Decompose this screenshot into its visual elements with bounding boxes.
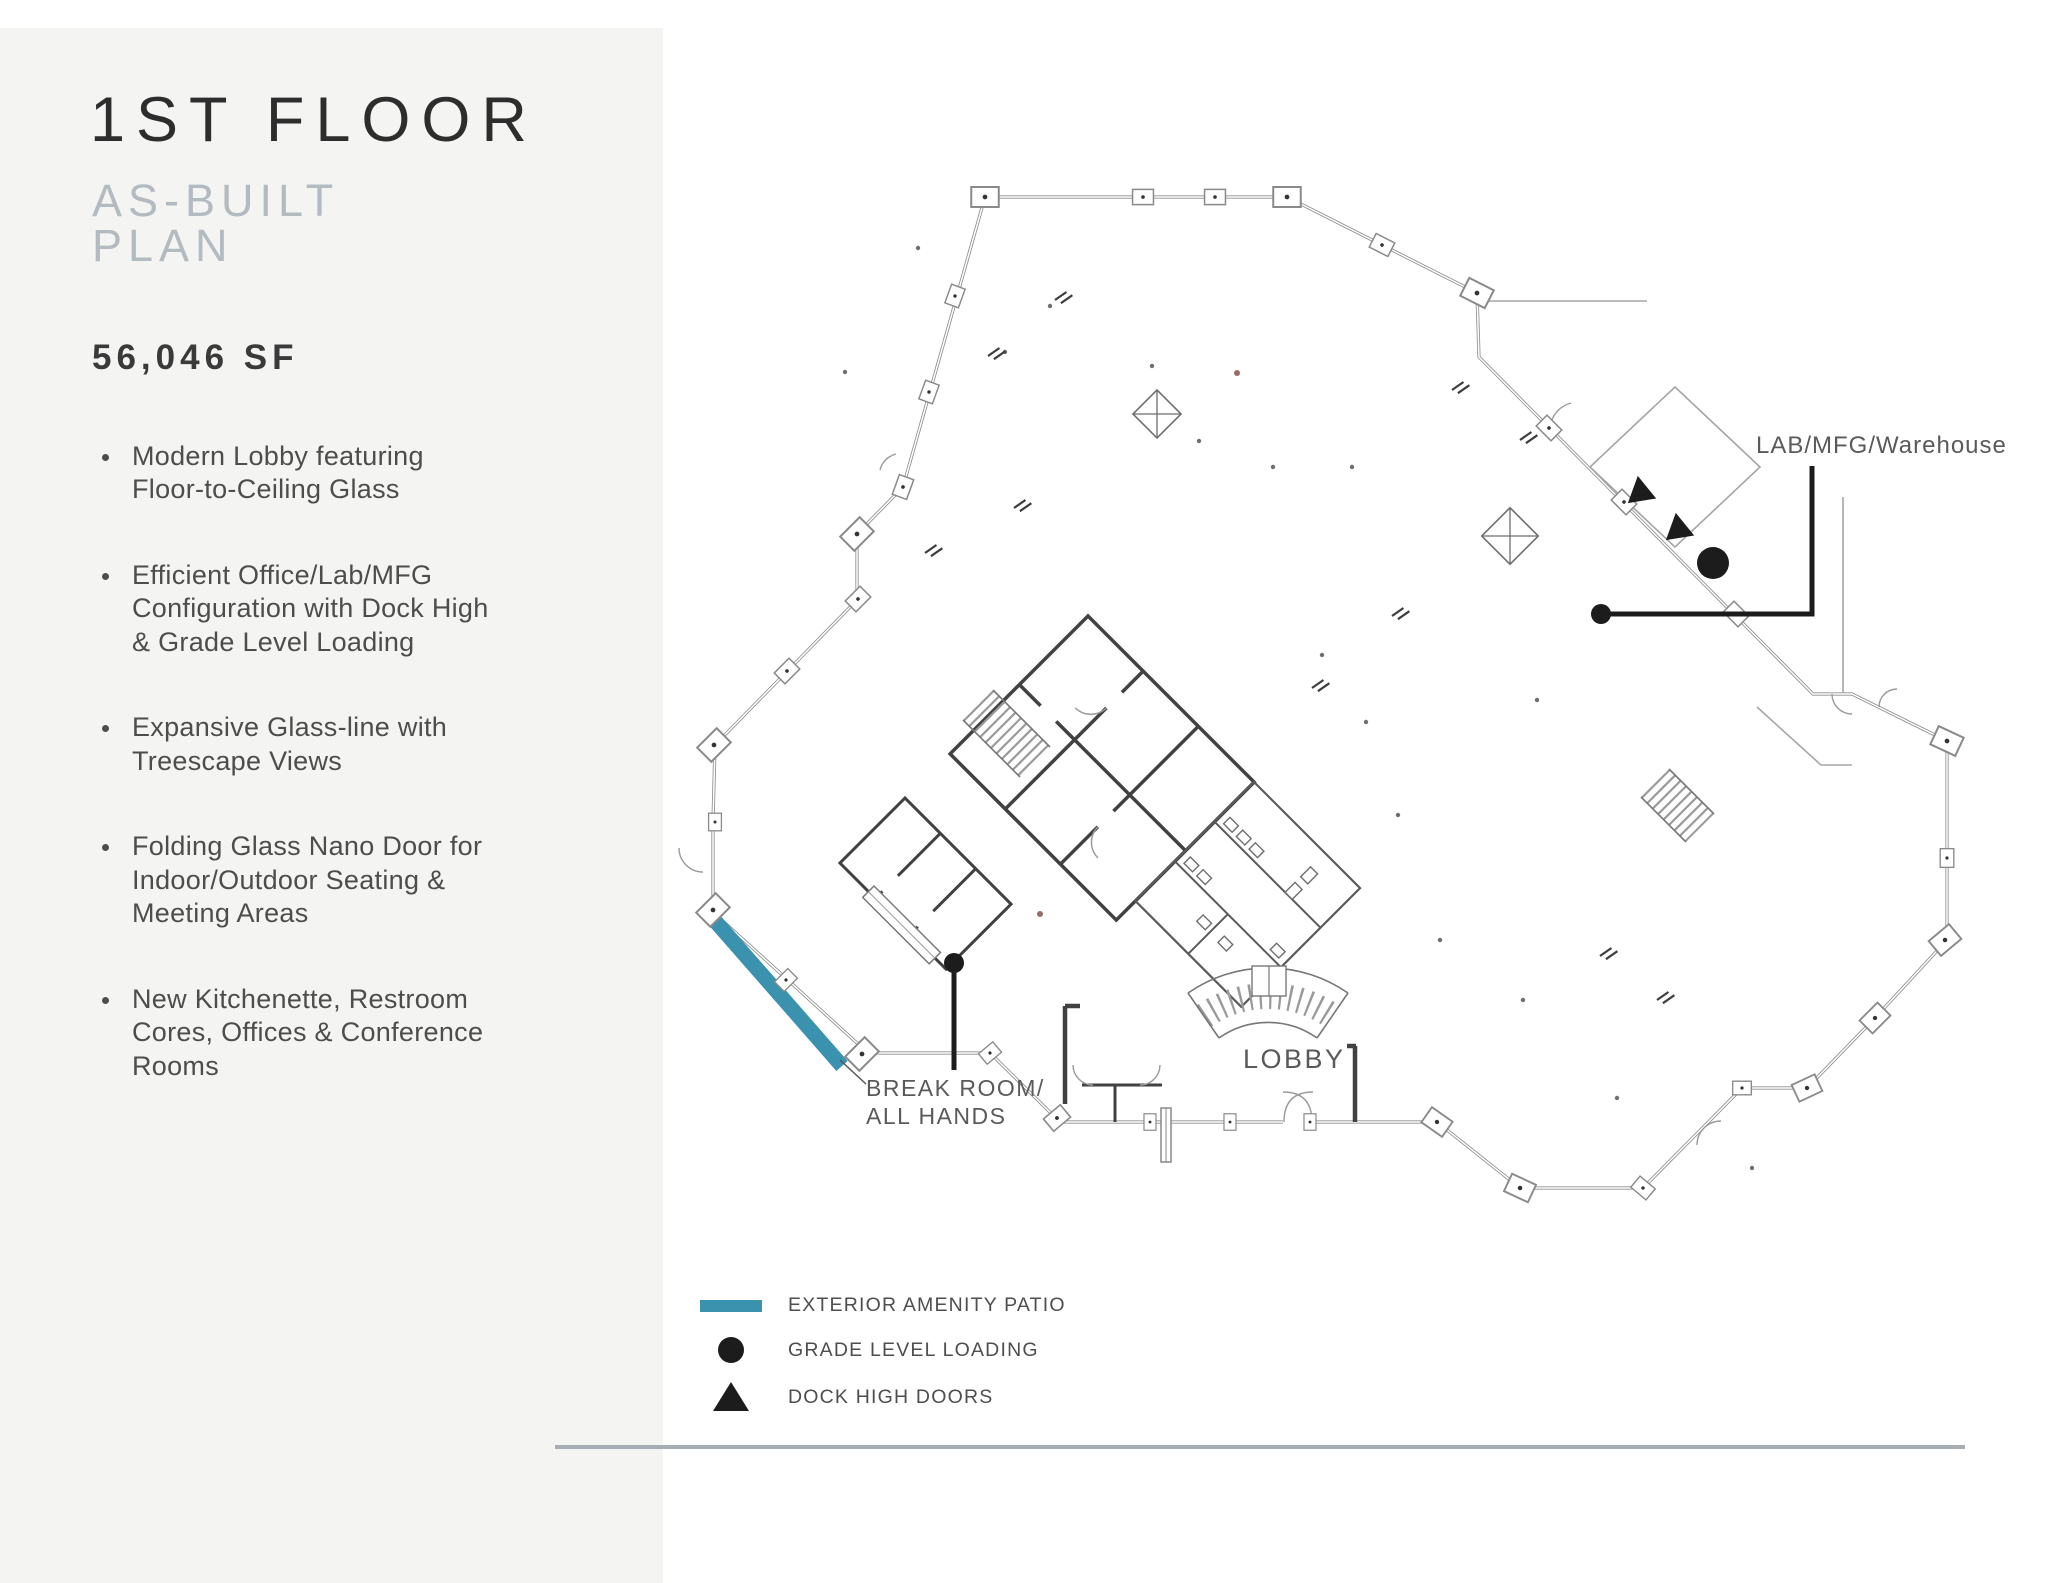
page-title: 1ST FLOOR [90, 85, 538, 155]
break-room-label-line2: ALL HANDS [866, 1103, 1007, 1129]
dock-triangle-icon [700, 1382, 762, 1412]
building-outline [711, 195, 1949, 1190]
door-arcs [678, 402, 1722, 1146]
plan-dots [842, 245, 1755, 1171]
curved-stair [1187, 965, 1349, 1039]
legend-row-dock: DOCK HIGH DOORS [700, 1382, 993, 1412]
break-room-label: BREAK ROOM/ ALL HANDS [866, 1074, 1045, 1130]
legend-row-grade: GRADE LEVEL LOADING [700, 1336, 1039, 1364]
bullet-item: New Kitchenette, Restroom Cores, Offices… [102, 983, 500, 1083]
warehouse-wing-walls [1479, 300, 1898, 766]
break-room-label-line1: BREAK ROOM/ [866, 1075, 1045, 1101]
subtitle-line-2: PLAN [92, 220, 234, 271]
dock-high-door-marker [1627, 475, 1695, 541]
page-subtitle: AS-BUILT PLAN [92, 178, 339, 268]
furniture-marks [923, 289, 1676, 1007]
square-footage: 56,046 SF [92, 338, 299, 377]
footer-divider [555, 1445, 1965, 1449]
break-room-leader-line [839, 953, 964, 1085]
legend-label: DOCK HIGH DOORS [788, 1385, 994, 1408]
grade-circle-icon [700, 1336, 762, 1364]
grade-level-loading-marker [1697, 547, 1729, 579]
casework [861, 884, 942, 965]
exterior-amenity-patio [710, 917, 848, 1071]
lobby-walls [1062, 1003, 1358, 1163]
stair-east [1640, 768, 1715, 843]
stair-west [962, 689, 1051, 778]
legend-label: GRADE LEVEL LOADING [788, 1338, 1039, 1361]
feature-bullet-list: Modern Lobby featuring Floor-to-Ceiling … [100, 440, 500, 1135]
legend-label: EXTERIOR AMENITY PATIO [788, 1294, 1066, 1316]
patio-swatch-icon [700, 1299, 762, 1312]
lobby-label: LOBBY [1243, 1044, 1346, 1074]
elevator-shaft [1480, 506, 1540, 566]
lab-mfg-leader-line [1591, 466, 1815, 624]
bullet-item: Modern Lobby featuring Floor-to-Ceiling … [102, 440, 500, 507]
subtitle-line-1: AS-BUILT [92, 175, 340, 226]
bullet-item: Folding Glass Nano Door for Indoor/Outdo… [102, 830, 500, 930]
bullet-item: Expansive Glass-line with Treescape View… [102, 711, 500, 778]
bullet-item: Efficient Office/Lab/MFG Configuration w… [102, 559, 500, 659]
legend-row-patio: EXTERIOR AMENITY PATIO [700, 1294, 1066, 1317]
elevator-shaft [1131, 388, 1183, 440]
restroom-core [1133, 780, 1362, 1009]
lab-mfg-warehouse-label: LAB/MFG/Warehouse [1756, 432, 2007, 459]
sidebar: 1ST FLOOR AS-BUILT PLAN 56,046 SF Modern… [0, 28, 663, 1583]
